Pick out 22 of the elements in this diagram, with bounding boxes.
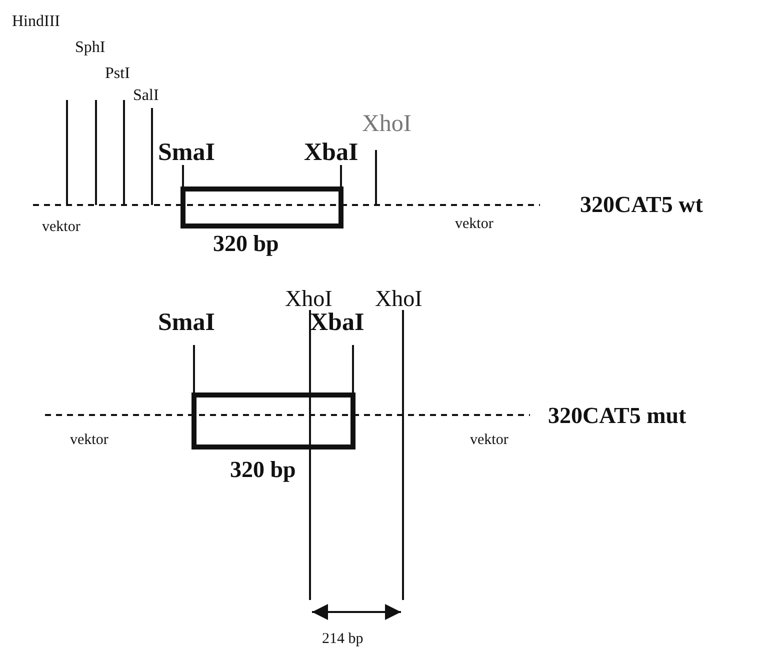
insert-box bbox=[180, 186, 344, 228]
enzyme-label: HindIII bbox=[12, 14, 60, 30]
construct-label: 320CAT5 wt bbox=[580, 193, 703, 216]
vector-label: vektor bbox=[70, 433, 108, 448]
enzyme-label: SmaI bbox=[158, 310, 215, 335]
insert-box bbox=[192, 392, 356, 450]
vector-label: vektor bbox=[42, 220, 80, 235]
enzyme-label: XbaI bbox=[310, 310, 364, 335]
size-label: 320 bp bbox=[213, 232, 279, 255]
enzyme-label: SalI bbox=[133, 88, 159, 104]
size-label: 320 bp bbox=[230, 458, 296, 481]
construct-label: 320CAT5 mut bbox=[548, 404, 686, 427]
enzyme-label: PstI bbox=[105, 66, 130, 82]
vector-label: vektor bbox=[470, 433, 508, 448]
enzyme-label: XhoI bbox=[285, 287, 332, 310]
enzyme-label: XhoI bbox=[375, 287, 422, 310]
enzyme-label: XbaI bbox=[304, 140, 358, 165]
enzyme-label: XhoI bbox=[362, 112, 412, 136]
enzyme-label: SmaI bbox=[158, 140, 215, 165]
dimension-label: 214 bp bbox=[322, 632, 364, 647]
vector-label: vektor bbox=[455, 217, 494, 232]
enzyme-label: SphI bbox=[75, 40, 106, 56]
